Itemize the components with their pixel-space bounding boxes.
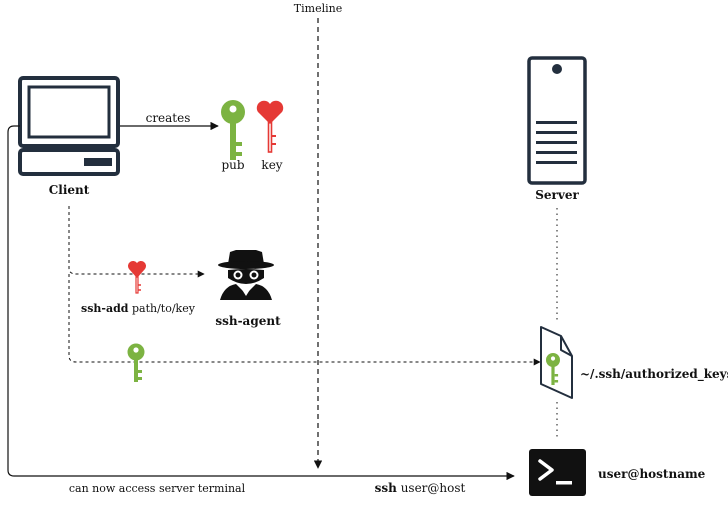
pub-label: pub <box>221 158 244 172</box>
ssh-command: ssh user@host <box>375 481 466 495</box>
server-label: Server <box>535 188 579 202</box>
terminal-icon <box>529 449 586 496</box>
ssh-host: user@host <box>397 481 466 495</box>
private-key-icon <box>256 100 284 153</box>
authorized-branch-line <box>68 274 541 366</box>
agent-branch-line <box>68 206 205 278</box>
ssh-agent-label: ssh-agent <box>215 314 281 328</box>
ssh-access-line <box>7 125 515 481</box>
ssh-add-bold: ssh-add <box>81 302 129 315</box>
ssh-add-path: path/to/key <box>129 302 196 315</box>
spy-agent-icon <box>218 250 274 300</box>
server-tower-icon <box>527 56 587 185</box>
key-label: key <box>261 158 282 172</box>
access-label: can now access server terminal <box>69 482 246 495</box>
ssh-bold: ssh <box>375 481 398 495</box>
ssh-add-command: ssh-add path/to/key <box>81 302 196 315</box>
timeline-label: Timeline <box>294 2 342 15</box>
creates-label: creates <box>146 111 191 125</box>
authorized-keys-label: ~/.ssh/authorized_keys <box>580 367 728 382</box>
authorized-keys-file-icon <box>540 326 573 399</box>
small-private-key-icon <box>127 260 147 294</box>
client-monitor-icon <box>18 76 120 176</box>
copied-public-key-icon <box>127 343 145 382</box>
client-label: Client <box>49 183 90 197</box>
public-key-icon <box>221 100 245 160</box>
terminal-label: user@hostname <box>598 467 706 481</box>
